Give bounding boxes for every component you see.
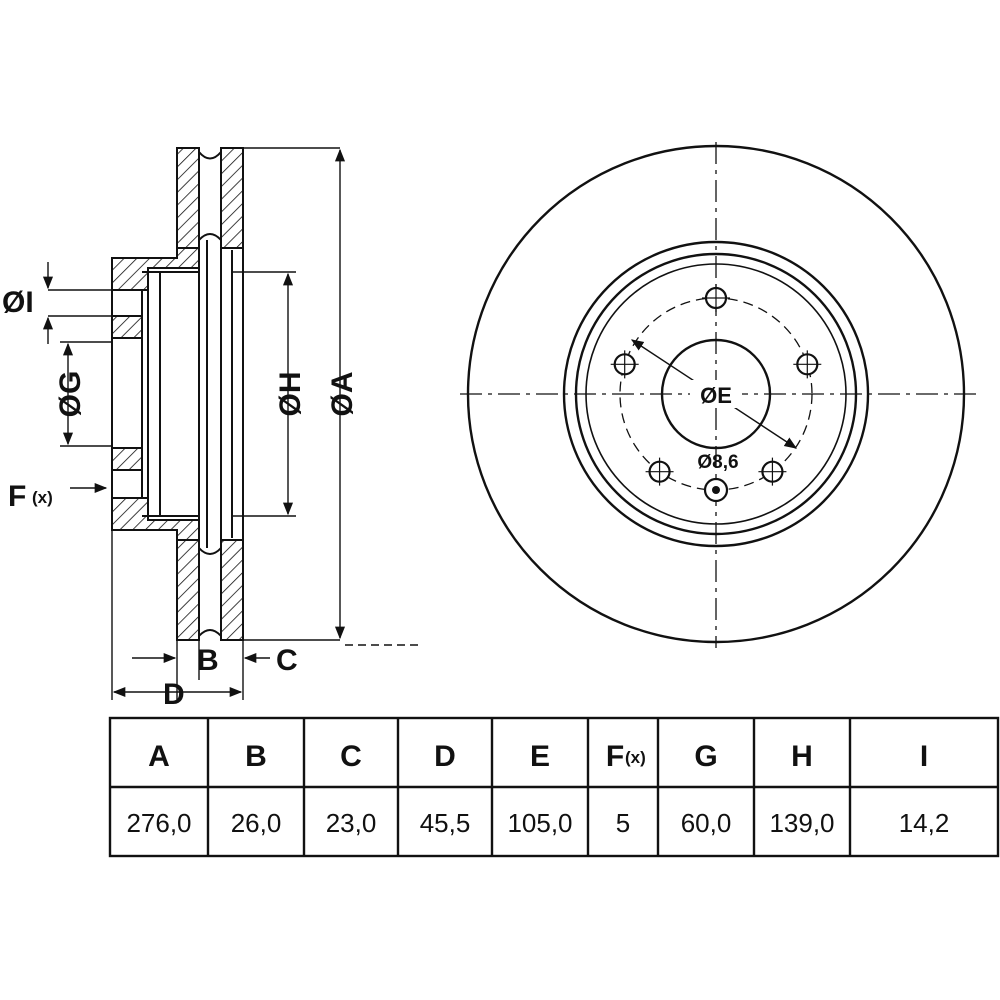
spec-table-cells: A 276,0 B 26,0 C 23,0 D 45,5 E 105,0 F(x) 5 G 60,0 H 13…	[126, 740, 949, 838]
side-labels: ØA ØH ØG ØI F (x) B C D	[2, 286, 359, 711]
table-value-cell: 276,0	[126, 808, 191, 838]
label-dia-h: ØH	[274, 372, 307, 417]
hat-outer-edge	[574, 252, 858, 536]
spec-table: A 276,0 B 26,0 C 23,0 D 45,5 E 105,0 F(x) 5 G 60,0 H 13…	[108, 716, 1000, 858]
bolt-hole-crosshair	[758, 457, 787, 486]
bolt-hole-crosshair	[645, 457, 674, 486]
locating-hole-dot	[712, 486, 720, 494]
lower-inner-plate	[220, 539, 244, 641]
label-b: B	[197, 644, 219, 677]
label-f: F	[8, 480, 26, 513]
table-value-cell: 139,0	[769, 808, 834, 838]
lower-vent-channel	[198, 547, 222, 637]
table-value-cell: 23,0	[326, 808, 377, 838]
upper-inner-plate	[220, 147, 244, 249]
table-header-cell: B	[245, 740, 267, 773]
spec-table-grid	[108, 716, 1000, 858]
label-dia-i: ØI	[2, 286, 34, 319]
label-dia-e: ØE	[700, 383, 732, 408]
table-value-cell: 105,0	[507, 808, 572, 838]
table-header-cell: D	[434, 740, 456, 773]
friction-ring-inner-edge	[562, 240, 870, 548]
bolt-hole-crosshair	[702, 284, 730, 312]
table-header-cell: H	[791, 740, 813, 773]
label-d: D	[163, 678, 185, 711]
bolt-hole-lower	[112, 469, 142, 499]
label-c: C	[276, 644, 298, 677]
upper-vent-channel	[198, 151, 222, 241]
table-header-cell: C	[340, 740, 362, 773]
hat-lower-flange	[111, 497, 200, 541]
table-header-subscript: (x)	[625, 748, 646, 767]
bolt-hole-crosshair	[793, 350, 822, 379]
table-header-cell: A	[148, 740, 170, 773]
label-dia-a: ØA	[326, 372, 359, 417]
upper-outer-plate	[176, 147, 200, 249]
label-dia-g: ØG	[54, 371, 87, 418]
table-header-cell: I	[920, 740, 928, 773]
table-header-cell: E	[530, 740, 550, 773]
hat-wall-hatch-lower	[111, 447, 143, 471]
table-header-cell: F	[606, 740, 624, 773]
label-f-sub: (x)	[32, 488, 53, 507]
bolt-holes	[610, 284, 822, 503]
table-value-cell: 14,2	[899, 808, 950, 838]
hat-upper-flange	[111, 247, 200, 291]
disc-outer-edge	[466, 144, 966, 644]
hat-face-edge	[585, 263, 847, 525]
side-section-view	[111, 147, 244, 641]
table-value-cell: 5	[616, 808, 630, 838]
table-value-cell: 60,0	[681, 808, 732, 838]
table-value-cell: 45,5	[420, 808, 471, 838]
bolt-hole-upper	[112, 289, 142, 317]
label-hole-dia: Ø8,6	[697, 452, 738, 473]
side-dimensions	[42, 147, 420, 700]
table-header-cell: G	[694, 740, 717, 773]
hat-wall-hatch-upper	[111, 315, 143, 339]
front-labels: ØE Ø8,6	[690, 380, 742, 473]
lower-outer-plate	[176, 539, 200, 641]
bolt-hole-crosshair	[610, 350, 639, 379]
table-value-cell: 26,0	[231, 808, 282, 838]
